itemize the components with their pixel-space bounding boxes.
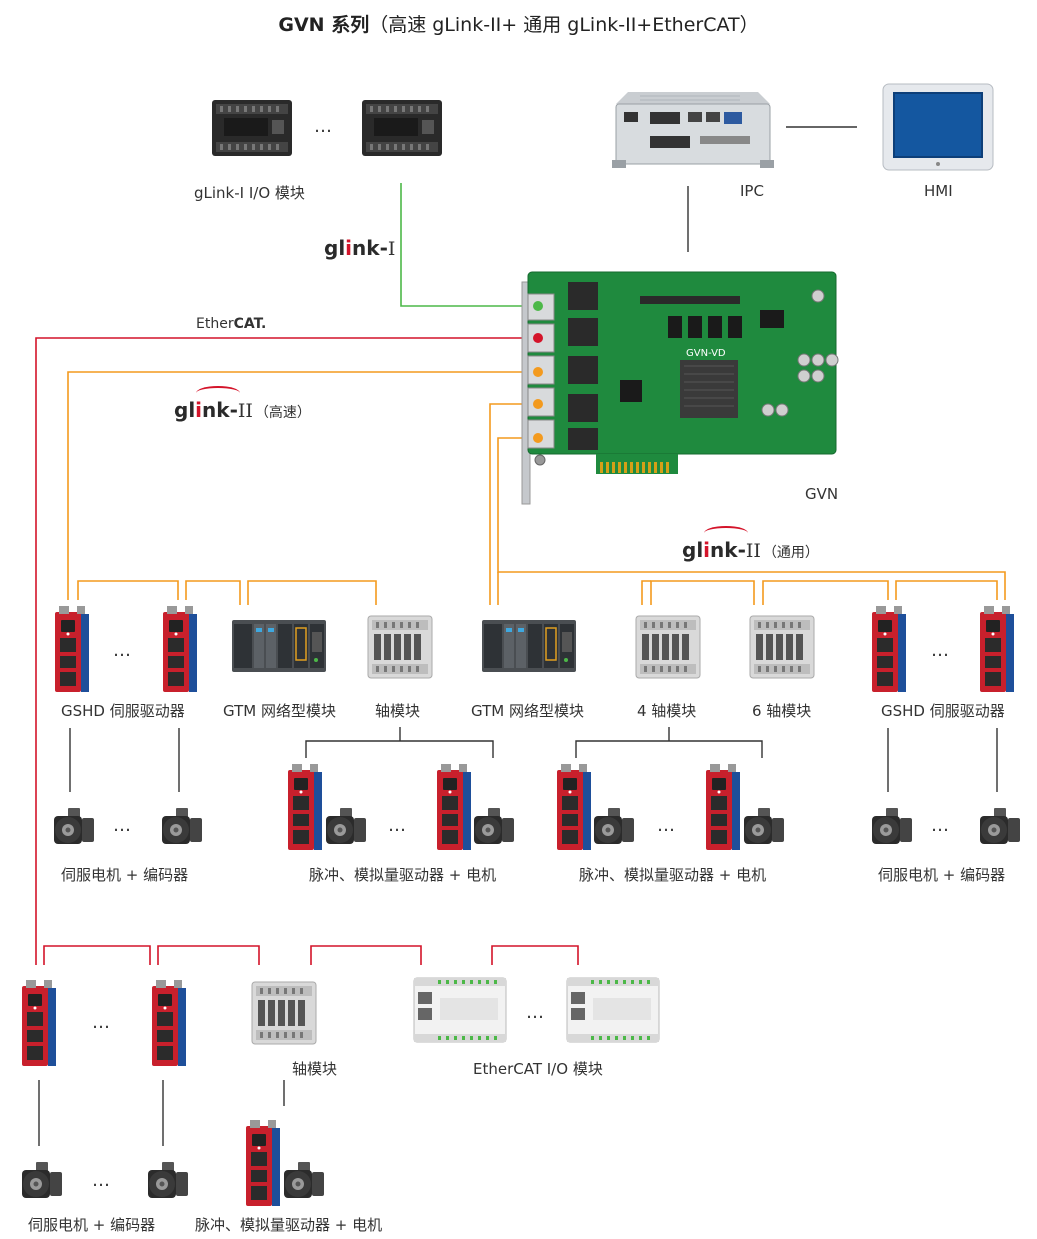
servo-motor-left-1 xyxy=(54,808,94,844)
ecat-servo-motor-1 xyxy=(22,1162,62,1198)
gshd-right-drive-1 xyxy=(872,606,906,692)
glink2-high-bracket-1 xyxy=(77,580,179,600)
pulse-left-motor-1 xyxy=(326,808,366,844)
label-gshd-right: GSHD 伺服驱动器 xyxy=(881,702,1005,720)
pulse-left-motor-2 xyxy=(474,808,514,844)
ellipsis-ecat-io: … xyxy=(526,1002,546,1023)
gshd-right-drive-2 xyxy=(980,606,1014,692)
glink2-general-bracket-3 xyxy=(650,580,755,605)
servo-motor-right-1 xyxy=(872,808,912,844)
ellipsis-pulse-mid: … xyxy=(657,815,677,836)
label-motor-enc-right: 伺服电机 + 编码器 xyxy=(878,866,1006,884)
gshd-left-drive-2 xyxy=(163,606,197,692)
ellipsis-motor-right: … xyxy=(931,815,951,836)
label-gvn: GVN xyxy=(805,485,839,503)
glink1-io-module-2 xyxy=(362,100,442,156)
gshd-left-drive-1 xyxy=(55,606,89,692)
label-glink1-io: gLink-I I/O 模块 xyxy=(194,184,305,202)
ellipsis-motor-left: … xyxy=(113,815,133,836)
ecat-drive-1 xyxy=(22,980,56,1066)
glink2-general-logo-arc xyxy=(704,526,748,540)
ethercat-trunk-line xyxy=(35,337,538,965)
ipc-device xyxy=(612,92,774,168)
label-axis-bottom: 轴模块 xyxy=(292,1060,338,1078)
axis6-module xyxy=(749,615,815,679)
ellipsis-glink1-io: … xyxy=(314,116,334,137)
pulse-left-drive-2 xyxy=(437,764,471,850)
label-motor-enc-left: 伺服电机 + 编码器 xyxy=(61,866,189,884)
ellipsis-gshd-right: … xyxy=(931,640,951,661)
glink1-line xyxy=(400,183,538,307)
pulse-mid-motor-2 xyxy=(744,808,784,844)
ecat-pulse-motor xyxy=(284,1162,324,1198)
label-ipc: IPC xyxy=(740,182,764,200)
ethercat-bracket-3 xyxy=(310,945,422,965)
ecat-servo-motor-2 xyxy=(148,1162,188,1198)
ethercat-bracket-4 xyxy=(491,945,579,965)
servo-motor-left-2 xyxy=(162,808,202,844)
ecat-pulse-drive xyxy=(246,1120,280,1206)
glink1-io-module-1 xyxy=(212,100,292,156)
ellipsis-pulse-left: … xyxy=(388,815,408,836)
ellipsis-ecat-motor: … xyxy=(92,1170,112,1191)
ethercat-bracket-2 xyxy=(157,945,260,965)
title-rest: （高速 gLink-II+ 通用 gLink-II+EtherCAT） xyxy=(369,14,759,36)
glink2-high-logo: glink-II（高速） xyxy=(174,398,311,422)
label-pulse-mid: 脉冲、模拟量驱动器 + 电机 xyxy=(579,866,767,884)
ellipsis-gshd-left: … xyxy=(113,640,133,661)
glink1-logo: glink-I xyxy=(324,236,396,260)
gvn-card-label: GVN-VD xyxy=(686,348,726,359)
ecat-drive-2 xyxy=(152,980,186,1066)
gtm-left-module xyxy=(231,619,327,673)
label-pulse-left: 脉冲、模拟量驱动器 + 电机 xyxy=(309,866,497,884)
pulse-mid-drive-2 xyxy=(706,764,740,850)
page-title: GVN 系列（高速 gLink-II+ 通用 gLink-II+EtherCAT… xyxy=(0,10,1037,37)
glink2-general-logo: glink-II（通用） xyxy=(682,538,819,562)
label-ecat-io: EtherCAT I/O 模块 xyxy=(473,1060,603,1078)
hmi-device xyxy=(882,83,994,171)
glink2-high-bracket-2 xyxy=(185,580,241,605)
servo-motor-right-2 xyxy=(980,808,1020,844)
ethercat-logo: EtherCAT. xyxy=(196,316,267,332)
label-axis-left: 轴模块 xyxy=(375,702,421,720)
axis4-module xyxy=(635,615,701,679)
ellipsis-ecat-drive: … xyxy=(92,1012,112,1033)
glink2-general-bracket-5 xyxy=(895,580,998,600)
label-hmi: HMI xyxy=(924,182,953,200)
glink2-general-bracket-4 xyxy=(762,580,889,605)
label-gtm-mid: GTM 网络型模块 xyxy=(471,702,584,720)
ethercat-bracket-1 xyxy=(43,945,151,965)
glink2-high-bracket-3 xyxy=(247,580,377,605)
gvn-card: GVN-VD xyxy=(521,271,839,505)
pulse-left-drive-1 xyxy=(288,764,322,850)
ecat-axis-module xyxy=(251,981,317,1045)
pulse-mid-drive-1 xyxy=(557,764,591,850)
label-pulse-bottom: 脉冲、模拟量驱动器 + 电机 xyxy=(195,1216,383,1234)
title-bold: GVN 系列 xyxy=(278,14,370,36)
ecat-io-module-2 xyxy=(566,977,660,1043)
glink2-high-trunk xyxy=(67,371,538,600)
axis-left-module xyxy=(367,615,433,679)
label-motor-enc-bottom: 伺服电机 + 编码器 xyxy=(28,1216,156,1234)
label-gshd-left: GSHD 伺服驱动器 xyxy=(61,702,185,720)
axis4-bracket xyxy=(575,740,763,758)
ecat-io-module-1 xyxy=(413,977,507,1043)
pulse-mid-motor-1 xyxy=(594,808,634,844)
label-axis4: 4 轴模块 xyxy=(637,702,697,720)
label-axis6: 6 轴模块 xyxy=(752,702,812,720)
glink2-general-bracket-2 xyxy=(641,580,651,605)
glink2-high-logo-arc xyxy=(196,386,240,400)
label-gtm-left: GTM 网络型模块 xyxy=(223,702,336,720)
axis-left-bracket xyxy=(305,740,494,758)
gtm-mid-module xyxy=(481,619,577,673)
glink2-general-line xyxy=(497,437,1006,600)
